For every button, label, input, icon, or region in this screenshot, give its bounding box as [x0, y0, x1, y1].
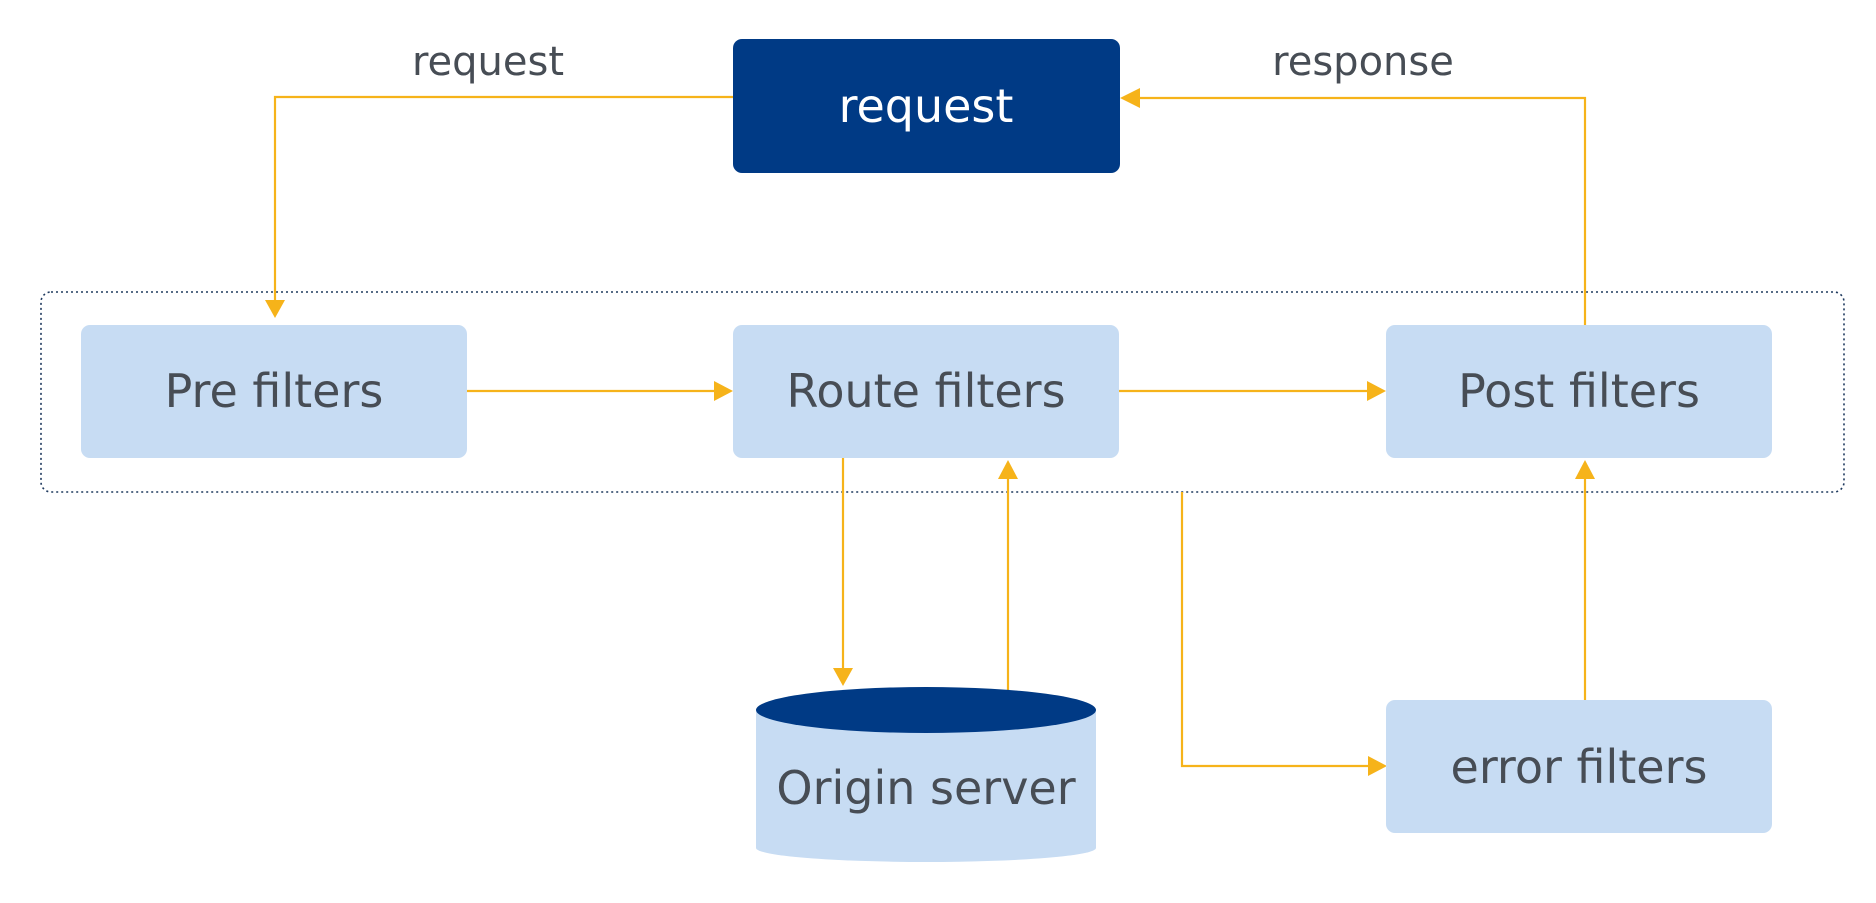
post-filters-label: Post filters — [1458, 364, 1700, 418]
error-filters-box — [1386, 700, 1772, 833]
route-filters-label: Route filters — [786, 364, 1065, 418]
pre-filters-label: Pre filters — [165, 364, 384, 418]
origin-server-label: Origin server — [776, 761, 1075, 815]
pre-filters-box — [81, 325, 467, 458]
origin-server-top — [756, 687, 1096, 733]
arrowhead-into-route — [714, 381, 733, 401]
error-filters-node: error filters — [1386, 700, 1772, 833]
post-filters-node: Post filters — [1386, 325, 1772, 458]
pre-filters-node: Pre filters — [81, 325, 467, 458]
arrowhead-into-error — [1368, 756, 1387, 776]
arrow-group-to-error — [1180, 492, 1370, 768]
post-filters-box — [1386, 325, 1772, 458]
request-node: request — [733, 39, 1120, 173]
error-filters-label: error filters — [1451, 740, 1708, 794]
outgoing-response-label: response — [1272, 39, 1454, 85]
arrow-post-to-request — [1138, 96, 1587, 325]
request-node-label: request — [839, 79, 1014, 133]
arrowhead-into-origin — [833, 668, 853, 686]
arrowhead-error-into-post — [1575, 460, 1595, 479]
arrowhead-into-pre — [265, 300, 285, 318]
origin-server-node: Origin server — [756, 687, 1096, 862]
route-filters-box — [733, 325, 1119, 458]
arrowhead-origin-into-route — [998, 460, 1018, 479]
arrow-request-to-pre — [273, 95, 733, 300]
origin-server-body — [756, 710, 1096, 862]
filter-group-frame — [40, 291, 1845, 493]
incoming-request-label: request — [412, 39, 564, 85]
request-node-box — [733, 39, 1120, 173]
route-filters-node: Route filters — [733, 325, 1119, 458]
arrowhead-into-post — [1367, 381, 1386, 401]
arrowhead-into-request — [1120, 88, 1140, 108]
